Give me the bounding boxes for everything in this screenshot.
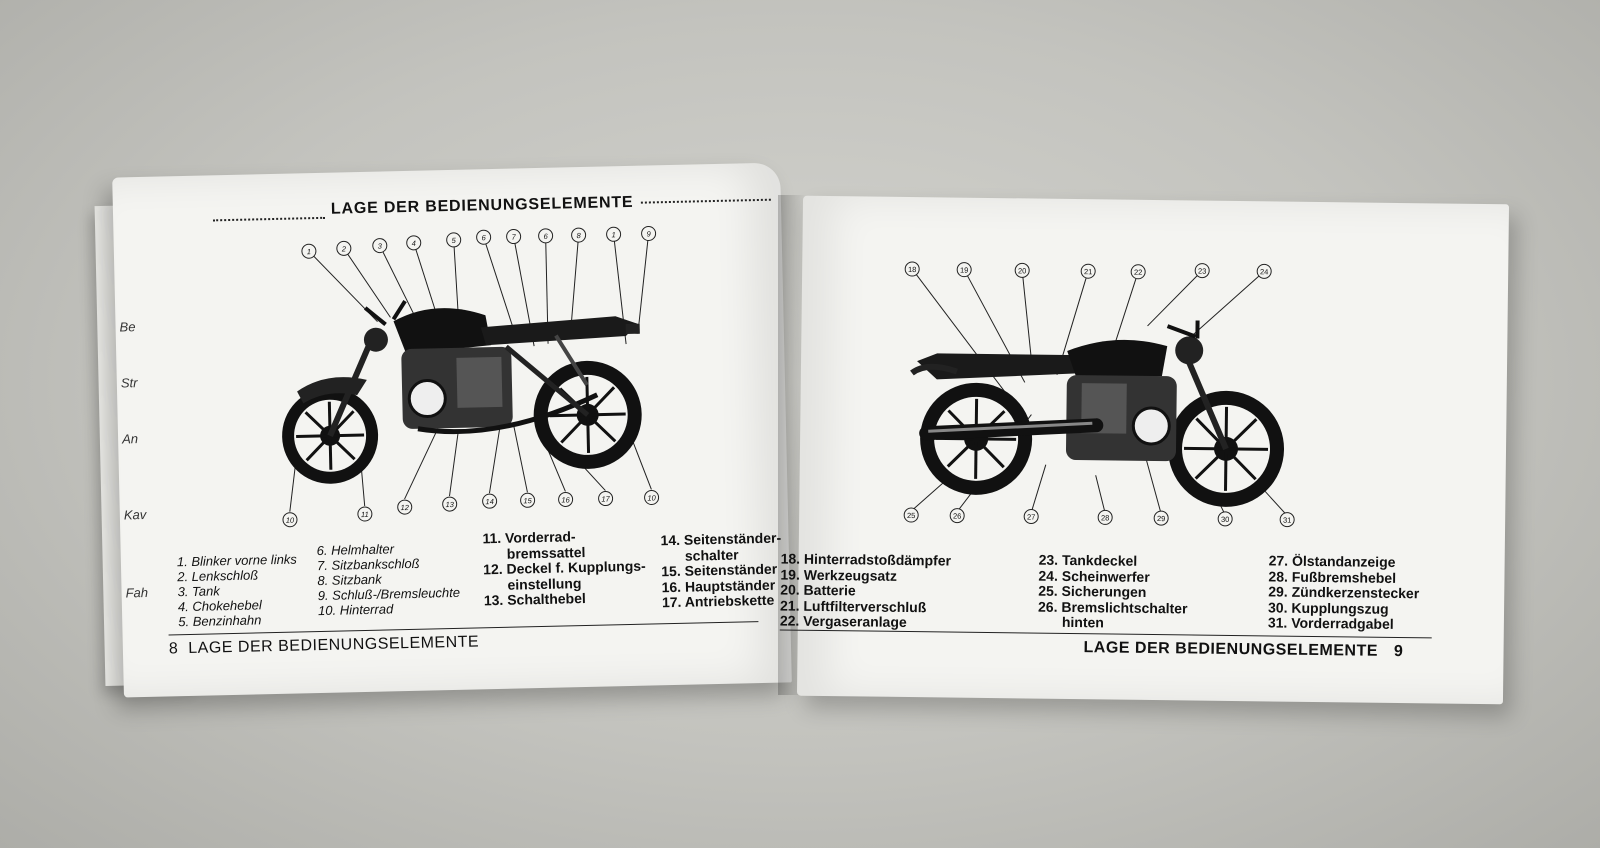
callout-27: 27 (1027, 512, 1035, 521)
legend-item: hinten (1061, 613, 1104, 631)
callout-25: 25 (907, 511, 915, 520)
right-page: 18 19 20 21 22 23 24 25 26 27 28 29 30 3… (779, 195, 1510, 705)
motorcycle-left-side-diagram: 1 2 3 4 5 6 7 6 8 1 9 10 11 12 13 14 15 … (282, 225, 660, 528)
callout-numbers: 1 2 3 4 5 6 7 6 8 1 9 10 11 12 13 14 15 … (286, 229, 657, 525)
callout-23: 23 (1198, 267, 1206, 276)
page-number: 9 (1393, 642, 1404, 661)
callout-circles (282, 225, 660, 528)
callout-18: 18 (908, 265, 916, 274)
callout-13: 13 (445, 500, 454, 509)
callout-1: 1 (307, 247, 311, 256)
callout-20: 20 (1018, 266, 1026, 275)
title-leader-dots (213, 216, 326, 222)
callout-22: 22 (1134, 268, 1142, 277)
callout-31: 31 (1283, 516, 1291, 525)
callout-30: 30 (1221, 515, 1229, 524)
callout-2: 2 (341, 244, 347, 253)
edge-fragment: Fah (125, 584, 149, 601)
callout-14: 14 (485, 497, 494, 506)
legend-item: 10. Hinterrad (317, 601, 394, 619)
callout-8: 8 (576, 231, 581, 240)
legend-column-1: 18. Hinterradstoßdämpfer 19. Werkzeugsat… (779, 550, 951, 631)
page-footer: LAGE DER BEDIENUNGSELEMENTE 9 (1083, 639, 1403, 661)
callout-16: 16 (561, 495, 570, 504)
callout-9: 9 (646, 229, 651, 238)
motorcycle-right-side-diagram: 18 19 20 21 22 23 24 25 26 27 28 29 30 3… (903, 261, 1295, 528)
legend-column-2: 23. Tankdeckel 24. Scheinwerfer 25. Sich… (1037, 552, 1188, 632)
legend-column-3: 27. Ölstandanzeige 28. Fußbremshebel 29.… (1267, 552, 1420, 632)
legend-item: 5. Benzinhahn (178, 612, 262, 630)
callout-numbers: 18 19 20 21 22 23 24 25 26 27 28 29 30 3… (907, 265, 1291, 525)
left-page: Be Str An Kav Fah LAGE DER BEDIENUNGSELE… (112, 162, 792, 698)
callout-19: 19 (960, 266, 968, 275)
legend-item: 13. Schalthebel (483, 590, 586, 609)
callout-28: 28 (1101, 513, 1109, 522)
legend-column-3: 11. Vorderrad- bremssattel 12. Deckel f.… (482, 528, 646, 609)
legend-item: 22. Vergaseranlage (779, 612, 907, 631)
legend-column-1: 1. Blinker vorne links 2. Lenkschloß 3. … (177, 552, 299, 630)
page-title: LAGE DER BEDIENUNGSELEMENTE (330, 193, 634, 218)
callout-circles (903, 261, 1295, 528)
legend-item: 17. Antriebskette (661, 591, 775, 611)
callout-6: 6 (481, 233, 486, 242)
callout-10: 10 (286, 516, 295, 525)
motorcycle-silhouette (910, 320, 1285, 507)
callout-4: 4 (412, 239, 416, 248)
callout-29: 29 (1157, 514, 1165, 523)
edge-fragment: An (121, 431, 139, 447)
callout-21: 21 (1084, 267, 1092, 276)
callout-3: 3 (378, 242, 383, 251)
callout-24: 24 (1260, 267, 1268, 276)
callout-15: 15 (523, 496, 532, 505)
edge-fragment: Str (120, 375, 138, 391)
callout-17: 17 (601, 494, 610, 503)
legend-item: 1. Blinker vorne links (176, 551, 298, 570)
title-leader-dots (640, 198, 771, 204)
callout-1b: 1 (611, 230, 615, 239)
callout-26: 26 (953, 512, 961, 521)
callout-11: 11 (361, 510, 369, 519)
legend-item: 31. Vorderradgabel (1267, 614, 1394, 632)
callout-12: 12 (400, 503, 409, 512)
callout-10b: 10 (647, 493, 656, 502)
legend-column-4: 14. Seitenständer- schalter 15. Seitenst… (660, 530, 782, 611)
footer-title: LAGE DER BEDIENUNGSELEMENTE (1083, 639, 1379, 660)
page-number: 8 (168, 640, 179, 658)
edge-fragment: Be (119, 319, 136, 335)
callout-6b: 6 (543, 232, 548, 241)
legend-column-2: 6. Helmhalter 7. Sitzbankschloß 8. Sitzb… (317, 540, 461, 618)
motorcycle-silhouette (282, 299, 642, 484)
legend-item: 26. Bremslichtschalter (1037, 598, 1188, 616)
callout-5: 5 (452, 236, 457, 245)
edge-fragment: Kav (123, 506, 147, 523)
footer-title: LAGE DER BEDIENUNGSELEMENTE (188, 633, 480, 658)
callout-7: 7 (511, 232, 516, 241)
page-footer: 8 LAGE DER BEDIENUNGSELEMENTE (169, 633, 480, 658)
